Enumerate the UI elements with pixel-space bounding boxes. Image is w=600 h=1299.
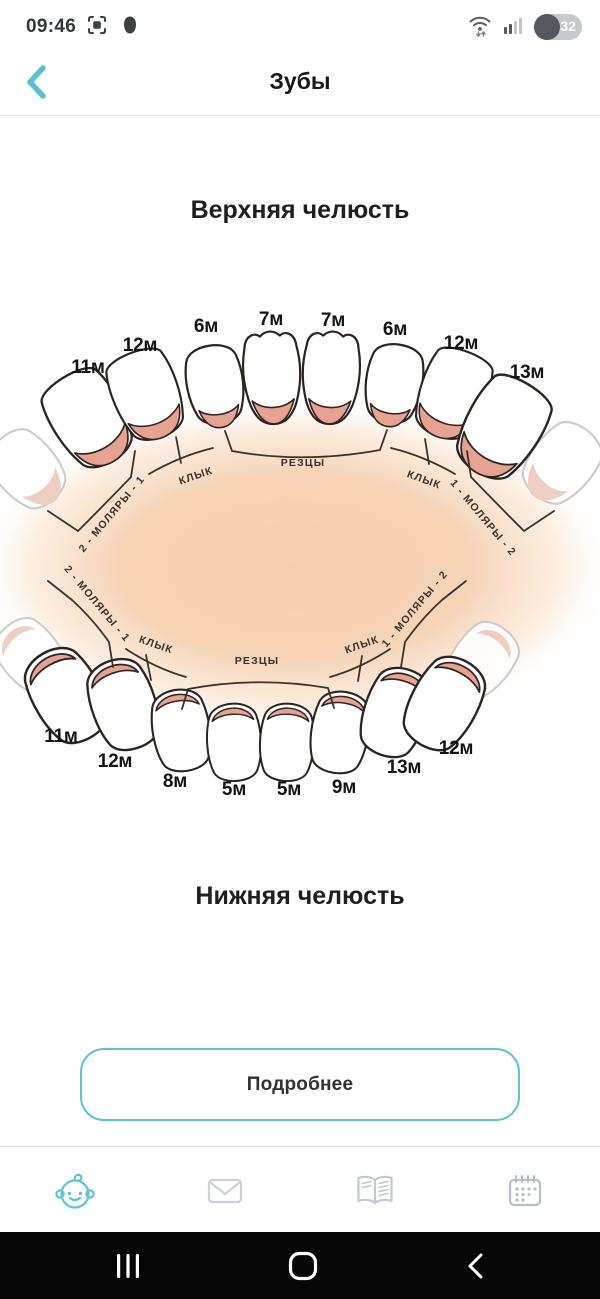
section-label-lower-incisors: РЕЗЦЫ bbox=[234, 655, 280, 667]
nav-back-icon bbox=[468, 1253, 483, 1278]
wifi-icon bbox=[466, 12, 494, 43]
battery-dial bbox=[534, 14, 560, 40]
envelope-icon bbox=[207, 1178, 243, 1203]
recent-apps-button[interactable] bbox=[116, 1253, 140, 1279]
tooth-label-lower-1: 11м bbox=[44, 726, 78, 747]
book-icon bbox=[357, 1175, 393, 1204]
tab-bar bbox=[0, 1146, 600, 1232]
teeth-diagram: 11м 12м 6м 7м 7м 6м 12м 13м 2 - МОЛЯРЫ -… bbox=[0, 230, 600, 830]
status-time: 09:46 bbox=[26, 16, 77, 37]
arc-upper-canine-right bbox=[390, 447, 456, 475]
tab-guide[interactable] bbox=[300, 1147, 450, 1232]
tooth-label-upper-5: 7м bbox=[320, 310, 346, 331]
tooth-lower-5 bbox=[257, 701, 317, 784]
tab-calendar[interactable] bbox=[450, 1147, 600, 1232]
tooth-label-upper-7: 12м bbox=[443, 333, 479, 354]
tooth-lower-4 bbox=[204, 701, 264, 784]
bracket-upper-molars-left bbox=[47, 450, 136, 533]
tooth-label-lower-8: 12м bbox=[438, 738, 474, 759]
arc-upper-canine-left bbox=[148, 447, 214, 475]
battery-percent: 32 bbox=[560, 18, 576, 34]
mouth-glow bbox=[0, 397, 600, 737]
bracket-lower-molars-right bbox=[400, 580, 467, 668]
recent-apps-icon bbox=[117, 1253, 139, 1278]
tooth-label-lower-2: 12м bbox=[97, 751, 133, 772]
screen-capture-icon bbox=[85, 13, 109, 42]
details-button[interactable]: Подробнее bbox=[80, 1048, 520, 1121]
tooth-label-upper-4: 7м bbox=[258, 309, 284, 330]
tick-upper-canine-right bbox=[424, 438, 430, 465]
lower-jaw-heading: Нижняя челюсть bbox=[195, 882, 405, 910]
battery-indicator: 32 bbox=[534, 14, 582, 40]
calendar-icon bbox=[508, 1174, 542, 1206]
bracket-upper-incisors bbox=[224, 429, 388, 459]
tooth-label-upper-2: 12м bbox=[122, 335, 158, 356]
tick-lower-canine-left bbox=[145, 654, 152, 681]
bracket-upper-molars-right bbox=[466, 450, 555, 533]
tab-messages[interactable] bbox=[150, 1147, 300, 1232]
tooth-label-lower-4: 5м bbox=[221, 779, 247, 800]
tooth-label-upper-3: 6м bbox=[193, 316, 219, 337]
teeth-diagram-canvas bbox=[0, 328, 600, 784]
tooth-label-upper-8: 13м bbox=[509, 362, 545, 383]
bracket-lower-incisors bbox=[181, 681, 335, 710]
page-title: Зубы bbox=[269, 68, 331, 94]
home-button[interactable] bbox=[288, 1251, 318, 1281]
chevron-left-icon bbox=[27, 65, 46, 99]
android-navigation-bar bbox=[0, 1232, 600, 1299]
nav-back-button[interactable] bbox=[466, 1252, 484, 1280]
tab-baby[interactable] bbox=[0, 1147, 150, 1232]
baby-face-icon bbox=[55, 1173, 95, 1209]
upper-jaw-heading: Верхняя челюсть bbox=[190, 196, 410, 224]
section-label-upper-incisors: РЕЗЦЫ bbox=[280, 457, 326, 469]
arc-lower-canine-left bbox=[125, 648, 187, 678]
tooth-label-upper-6: 6м bbox=[382, 319, 408, 340]
home-icon bbox=[288, 1251, 318, 1280]
cellular-signal-icon bbox=[503, 14, 525, 41]
tooth-label-lower-6: 9м bbox=[331, 777, 357, 798]
back-button[interactable] bbox=[16, 60, 56, 104]
tooth-label-lower-3: 8м bbox=[162, 771, 188, 792]
header: Зубы bbox=[0, 48, 600, 116]
tooth-label-lower-7: 13м bbox=[386, 757, 422, 778]
notification-icon bbox=[118, 13, 142, 42]
tooth-label-lower-5: 5м bbox=[276, 779, 302, 800]
status-bar: 09:46 bbox=[0, 0, 600, 48]
bracket-lower-molars-left bbox=[47, 580, 114, 668]
tick-lower-canine-right bbox=[357, 655, 363, 682]
tooth-label-upper-1: 11м bbox=[71, 357, 105, 378]
